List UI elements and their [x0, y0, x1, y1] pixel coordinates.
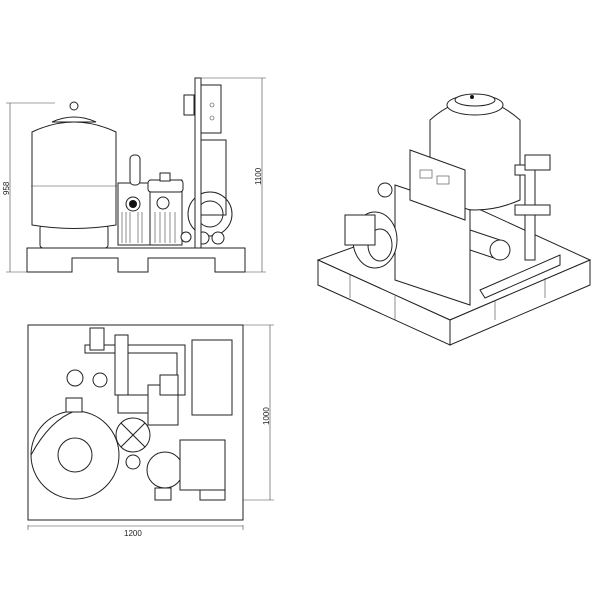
- control-panel-iso: [394, 149, 471, 306]
- filter-tank-front: [31, 101, 117, 249]
- control-panel-front: [183, 77, 227, 249]
- dimension-1000: 1000: [262, 407, 271, 425]
- dimension-lines-front: [6, 77, 266, 273]
- pump-top: [115, 374, 184, 501]
- frame-top: [27, 324, 244, 521]
- blower-front: [180, 191, 233, 245]
- pipes-iso: [377, 154, 561, 299]
- isometric-view: [316, 93, 592, 346]
- filter-tank-top: [30, 369, 120, 500]
- pump-front: [117, 154, 184, 246]
- front-view: [6, 77, 266, 273]
- dimension-1200: 1200: [124, 529, 142, 538]
- pump-iso: [344, 211, 511, 269]
- dimension-958: 958: [2, 181, 11, 195]
- dimension-lines-top: [27, 324, 274, 530]
- blower-top: [179, 339, 233, 501]
- dimension-1100: 1100: [254, 167, 263, 185]
- pallet-front: [26, 247, 246, 273]
- top-view: [27, 324, 274, 530]
